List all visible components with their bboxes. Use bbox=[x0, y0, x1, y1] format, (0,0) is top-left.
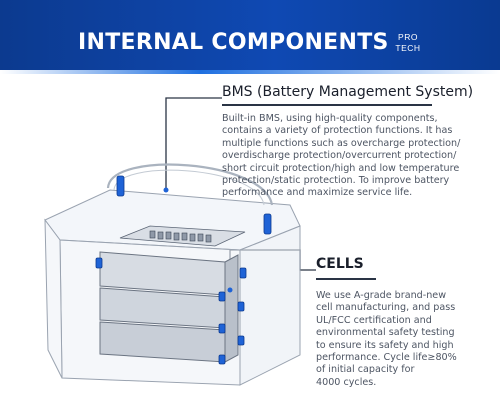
battery-cells bbox=[99, 251, 239, 363]
bms-board bbox=[119, 225, 246, 247]
header-accent-stripe bbox=[0, 70, 500, 74]
cells-callout-dot bbox=[227, 287, 233, 293]
cells-description: We use A-grade brand-new cell manufactur… bbox=[316, 290, 457, 388]
bms-description: Built-in BMS, using high-quality compone… bbox=[222, 113, 461, 199]
cells-heading-underline bbox=[316, 278, 376, 280]
page-title: INTERNAL COMPONENTS bbox=[78, 30, 389, 55]
brand-line-1: PRO bbox=[398, 32, 418, 42]
brand-line-2: TECH bbox=[395, 43, 421, 53]
header-banner bbox=[0, 0, 500, 72]
bms-heading: BMS (Battery Management System) bbox=[222, 84, 474, 100]
bms-callout-line bbox=[165, 97, 222, 190]
bms-heading-underline bbox=[222, 104, 432, 106]
terminal-bolts bbox=[95, 175, 272, 365]
cells-heading: CELLS bbox=[316, 256, 364, 272]
bms-callout-dot bbox=[163, 187, 169, 193]
brand-logo: PRO TECH bbox=[393, 32, 423, 54]
